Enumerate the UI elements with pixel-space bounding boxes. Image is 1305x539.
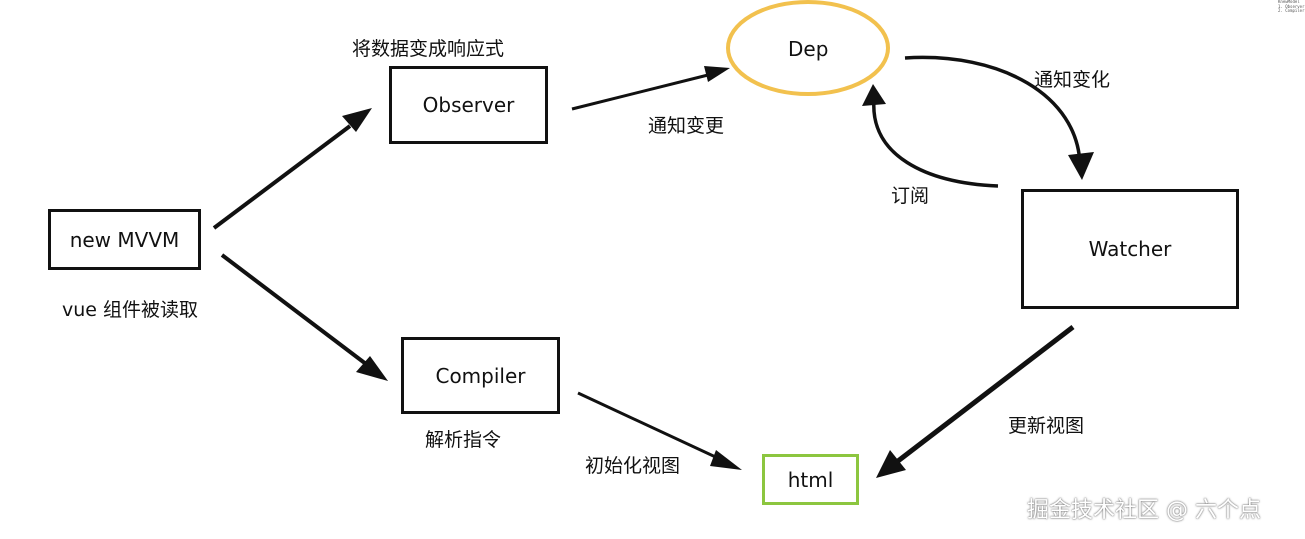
arrowhead-compiler-to-html [710, 450, 742, 470]
observer-node: Observer [389, 66, 548, 144]
corner-note-line: 2. Compiler [1278, 8, 1305, 13]
arrow-mvvm-to-compiler [220, 253, 368, 366]
arrow-observer-to-dep [571, 73, 709, 111]
arrow-dep-to-watcher [904, 55, 1082, 166]
corner-note-line: KnewModel [1278, 0, 1300, 4]
corner-note-line: 1. Observer [1278, 3, 1305, 9]
notify-update-label: 通知变化 [1034, 69, 1111, 91]
dep-node-outline [726, 0, 890, 96]
arrow-watcher-to-dep [872, 99, 999, 188]
subscribe-label: 订阅 [891, 185, 930, 207]
watermark-text: 掘金技术社区 @ 六个点 [1027, 498, 1261, 523]
init-view-label: 初始化视图 [585, 455, 681, 477]
arrowhead-observer-to-dep [704, 66, 730, 82]
watcher-label: Watcher [1088, 237, 1172, 261]
compiler-label: Compiler [435, 363, 526, 388]
html-label: html [787, 467, 834, 492]
corner-note: KnewModel 1. Observer 2. Compiler [1278, 0, 1305, 14]
watcher-node: Watcher [1021, 189, 1239, 309]
observer-caption: 将数据变成响应式 [352, 38, 505, 60]
mvvm-caption: vue 组件被读取 [62, 299, 199, 321]
compiler-caption: 解析指令 [425, 429, 502, 451]
arrowhead-watcher-to-dep [862, 84, 886, 106]
compiler-node: Compiler [401, 337, 560, 414]
arrowhead-watcher-to-html [876, 450, 906, 478]
new-mvvm-node: new MVVM [48, 209, 201, 270]
arrowhead-mvvm-to-observer [342, 108, 372, 132]
html-node: html [762, 454, 859, 505]
arrow-mvvm-to-observer [212, 124, 352, 230]
arrowhead-dep-to-watcher [1068, 152, 1094, 180]
arrow-compiler-to-html [577, 391, 723, 462]
new-mvvm-label: new MVVM [69, 227, 180, 252]
arrow-watcher-to-html [896, 325, 1075, 463]
update-view-label: 更新视图 [1008, 415, 1085, 437]
notify-change-label: 通知变更 [648, 115, 725, 137]
observer-label: Observer [422, 93, 515, 117]
dep-label: Dep [788, 37, 829, 61]
